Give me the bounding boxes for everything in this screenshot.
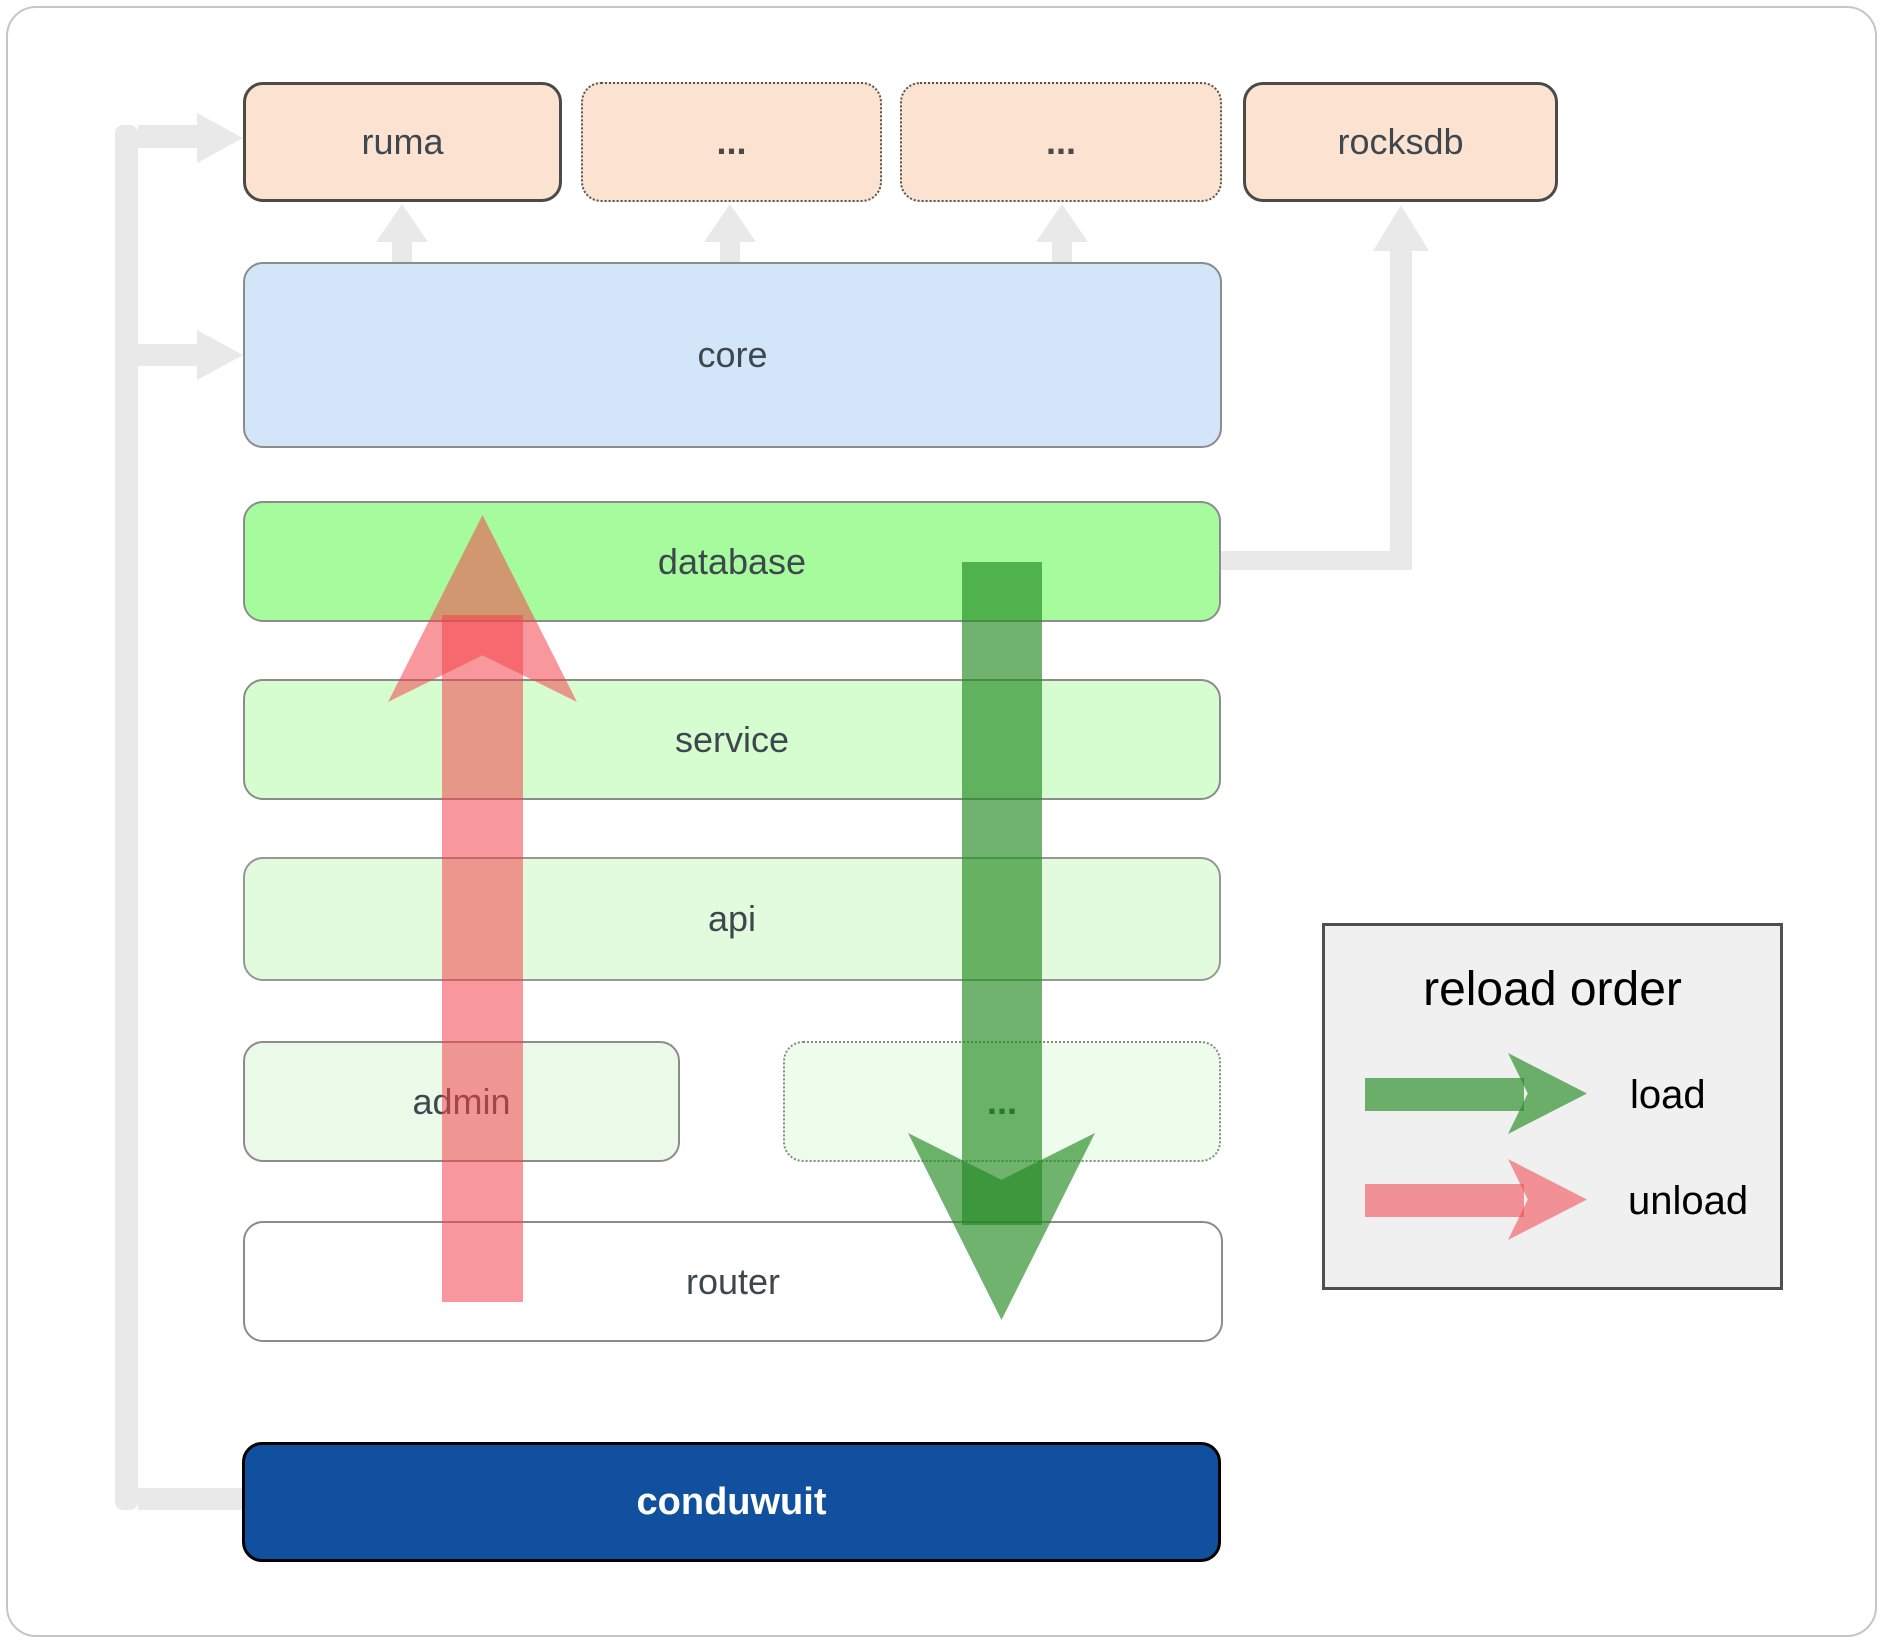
- node-conduwuit: conduwuit: [242, 1442, 1221, 1562]
- legend-box: reload order load unload: [1322, 923, 1783, 1290]
- node-api-label: api: [707, 898, 757, 939]
- legend-load-arrow-shaft: [1365, 1078, 1524, 1111]
- node-database: database: [243, 501, 1221, 622]
- node-ruma-label: ruma: [361, 121, 444, 162]
- legend-unload-arrow-shaft: [1365, 1184, 1524, 1217]
- node-conduwuit-label: conduwuit: [636, 1480, 827, 1523]
- node-api: api: [243, 857, 1221, 981]
- node-top-dots1-label: ...: [716, 121, 747, 162]
- legend-load-label: load: [1630, 1073, 1706, 1117]
- legend-title: reload order: [1423, 963, 1682, 1016]
- node-service: service: [243, 679, 1221, 800]
- left-connector-line: [115, 125, 138, 1510]
- core-to-dots1-line: [720, 240, 740, 263]
- node-core: core: [243, 262, 1222, 448]
- node-top-dots2: ...: [900, 82, 1222, 202]
- node-router: router: [243, 1221, 1223, 1342]
- core-connector-segment: [138, 344, 198, 366]
- node-database-label: database: [657, 540, 807, 582]
- legend-unload-label: unload: [1628, 1179, 1749, 1223]
- node-ruma: ruma: [243, 82, 562, 202]
- database-rocksdb-vertical: [1390, 248, 1412, 570]
- node-rocksdb-label: rocksdb: [1337, 121, 1464, 162]
- node-core-label: core: [697, 334, 768, 375]
- core-to-dots2-line: [1052, 240, 1072, 263]
- diagram-frame: [6, 6, 1877, 1637]
- node-top-dots2-label: ...: [1045, 121, 1076, 162]
- node-rocksdb: rocksdb: [1243, 82, 1558, 202]
- database-rocksdb-horizontal: [1221, 551, 1412, 570]
- load-arrow-shaft: [962, 562, 1042, 1225]
- node-router-label: router: [685, 1260, 781, 1302]
- unload-arrow-shaft: [442, 615, 523, 1302]
- ruma-connector-segment: [138, 125, 198, 148]
- conduwuit-connector-stub: [138, 1488, 242, 1510]
- core-to-ruma-line: [392, 240, 412, 263]
- node-top-dots1: ...: [581, 82, 882, 202]
- node-service-label: service: [674, 718, 790, 760]
